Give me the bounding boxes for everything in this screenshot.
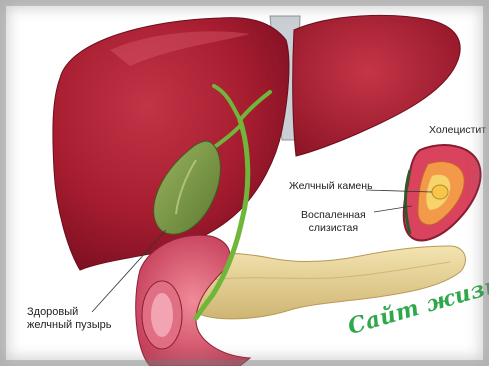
healthy-gallbladder-label-line1: Здоровый xyxy=(27,306,111,319)
gallstone-label: Желчный камень xyxy=(289,180,373,193)
healthy-gallbladder-label: Здоровый желчный пузырь xyxy=(27,306,111,332)
cholecystitis-label: Холецистит xyxy=(429,124,486,137)
inflamed-mucosa-label-line1: Воспаленная xyxy=(301,209,366,222)
inflamed-mucosa-label-line2: слизистая xyxy=(301,222,366,235)
inflamed-mucosa-label: Воспаленная слизистая xyxy=(301,209,366,235)
gallstone xyxy=(432,185,448,199)
inflamed-gallbladder-inset xyxy=(366,145,481,240)
healthy-gallbladder-label-line2: желчный пузырь xyxy=(27,319,111,332)
